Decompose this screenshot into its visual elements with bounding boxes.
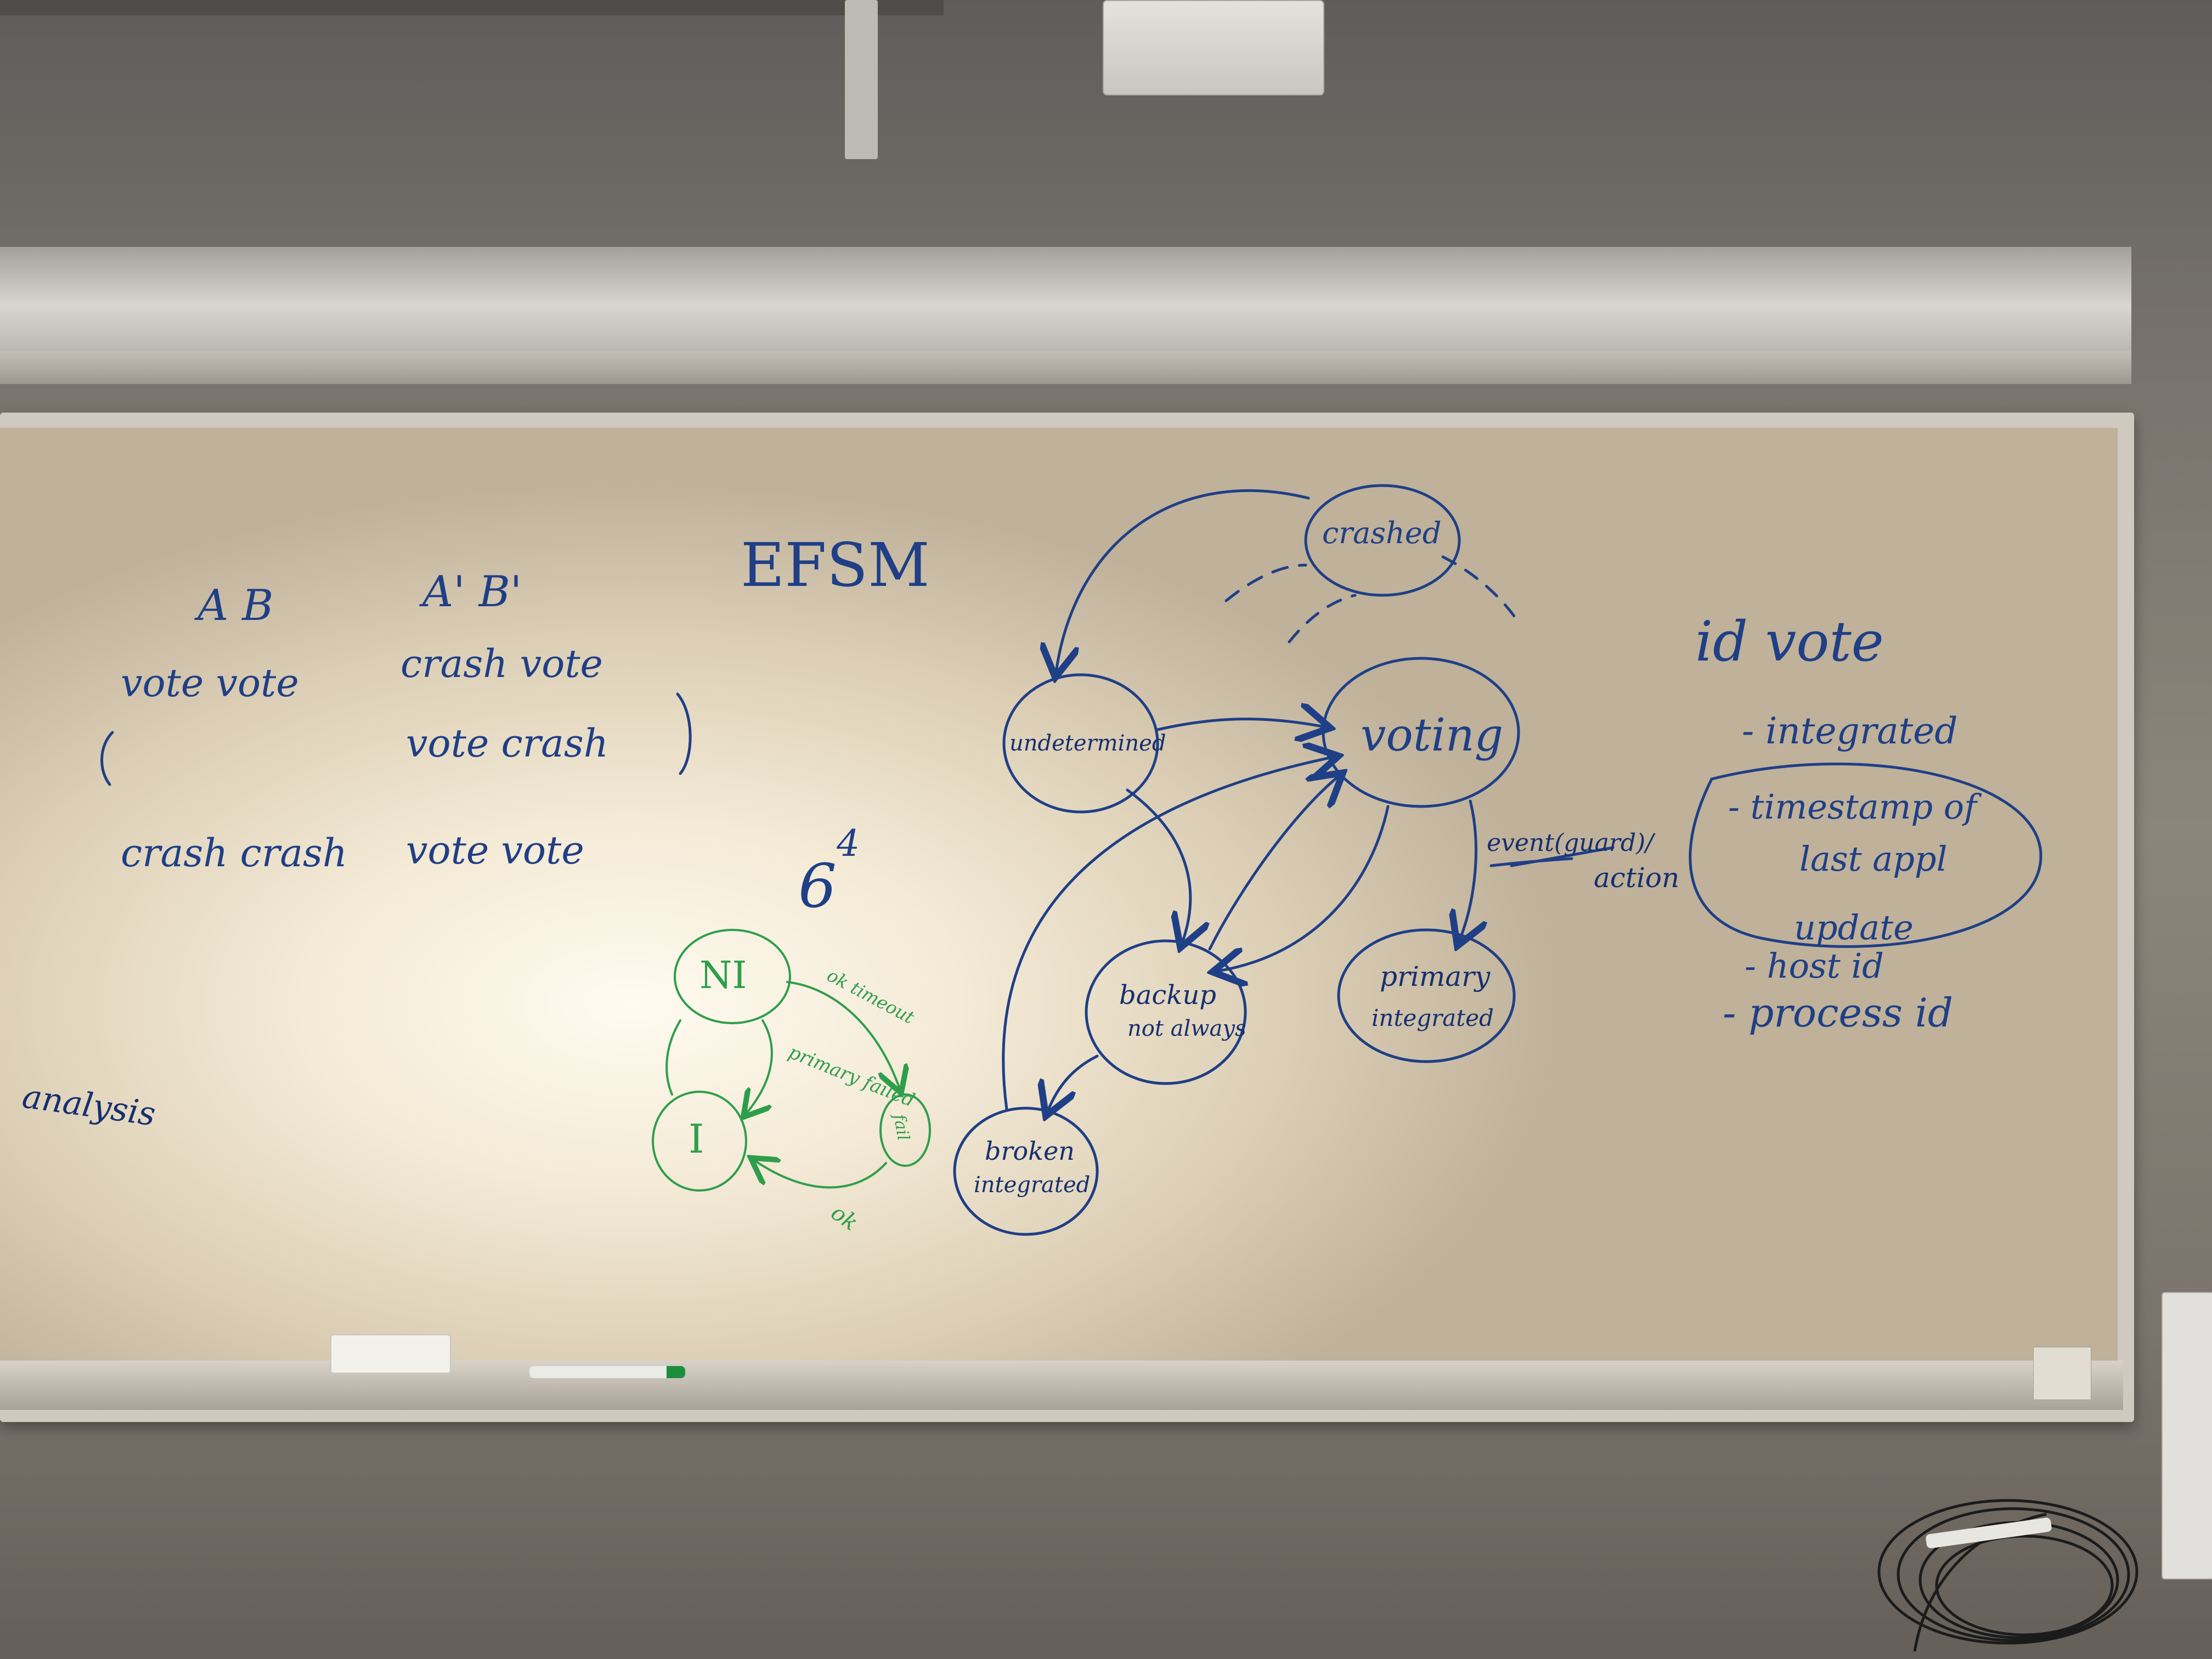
label-action: action (1594, 862, 1680, 894)
green-edge-mid (746, 1019, 773, 1114)
green-state-ni (674, 929, 791, 1024)
state-crashed-circle (1304, 484, 1461, 597)
id-vote-title: id vote (1695, 610, 1884, 674)
id-vote-loop (1689, 763, 2042, 948)
light-fixture-lip (0, 351, 2131, 384)
label-broken-1: broken (985, 1136, 1075, 1166)
id-vote-item-integrated: - integrated (1742, 710, 1958, 752)
dashed-edge-1 (1224, 563, 1307, 602)
id-vote-item-update: update (1794, 907, 1914, 947)
edge-backup-broken (1048, 1054, 1099, 1111)
id-vote-item-appl: last appl (1799, 839, 1948, 879)
header-ab-prime: A' B' (422, 567, 522, 617)
green-label-i: I (689, 1116, 704, 1162)
rail-bracket (845, 0, 878, 159)
state-backup-circle (1085, 939, 1247, 1085)
label-primary-1: primary (1380, 961, 1491, 992)
green-label-ni: NI (699, 954, 747, 997)
state-undetermined-circle (1002, 673, 1159, 814)
green-edge-bottom (754, 1160, 887, 1189)
label-backup-2: not always (1127, 1016, 1246, 1041)
label-backup-1: backup (1119, 980, 1216, 1011)
row3-left: crash crash (121, 831, 348, 876)
green-marker (529, 1366, 685, 1378)
dashed-edge-2 (1288, 594, 1357, 644)
left-bracket-open (100, 731, 114, 786)
row1-right: crash vote (400, 641, 603, 686)
eraser (330, 1334, 451, 1374)
board-label-sticker (2033, 1347, 2091, 1400)
edge-broken-voting (1002, 757, 1333, 1111)
label-broken-2: integrated (974, 1172, 1091, 1198)
green-state-i (652, 1091, 747, 1192)
state-broken-circle (953, 1107, 1099, 1236)
green-edge-top (786, 981, 900, 1089)
edge-crashed-undetermined (1056, 489, 1310, 672)
power-exponent: 4 (837, 822, 860, 865)
id-vote-item-process: - process id (1723, 990, 1953, 1036)
label-primary-2: integrated (1372, 1005, 1494, 1031)
cable-bundle (1877, 1499, 2138, 1652)
power-base: 6 (798, 851, 837, 921)
edge-backup-voting (1208, 776, 1339, 951)
edge-undetermined-backup (1126, 788, 1190, 943)
green-edge-left (665, 1019, 681, 1096)
label-undetermined: undetermined (1009, 731, 1166, 756)
edge-undetermined-voting (1156, 719, 1325, 730)
label-event: event(guard)/ (1487, 829, 1654, 857)
id-vote-item-timestamp: - timestamp of (1728, 787, 1977, 827)
id-vote-item-host: - host id (1745, 946, 1884, 986)
ceiling-rail (0, 0, 944, 15)
ceiling-speaker-box (1103, 0, 1324, 95)
label-voting: voting (1361, 709, 1504, 761)
green-label-fail: fail (889, 1113, 913, 1142)
dashed-edge-3 (1441, 555, 1519, 622)
left-bracket-close (676, 692, 692, 775)
event-connector (1510, 846, 1615, 867)
label-crashed: crashed (1322, 516, 1442, 550)
row1-left: vote vote (121, 661, 299, 706)
state-primary-circle (1337, 928, 1516, 1063)
header-ab: A B (198, 581, 274, 630)
edge-voting-backup (1218, 805, 1390, 971)
wall-outlet (2162, 1292, 2212, 1579)
row2-right: vote crash (406, 721, 608, 766)
efsm-title: EFSM (741, 530, 930, 600)
row3-right: vote vote (406, 828, 584, 873)
edge-voting-primary (1459, 799, 1476, 941)
